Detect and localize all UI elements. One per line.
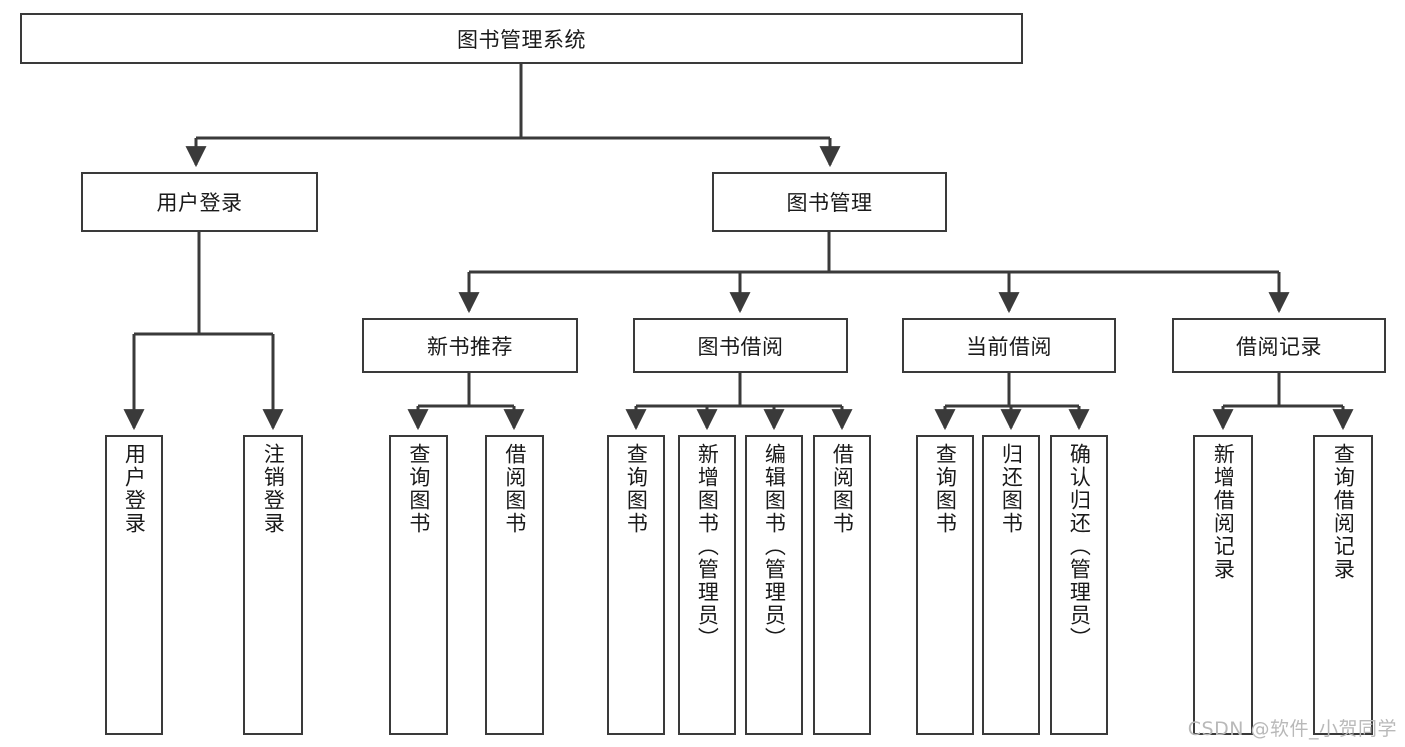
node-leaf-query-book-1[interactable]: 查询图书 bbox=[389, 435, 448, 735]
node-label: 查询图书 bbox=[624, 443, 649, 535]
node-label: 用户登录 bbox=[122, 443, 147, 535]
node-label: 借阅图书 bbox=[830, 443, 855, 535]
node-label: 查询借阅记录 bbox=[1331, 443, 1356, 581]
node-label: 归还图书 bbox=[999, 443, 1024, 535]
node-label: 借阅图书 bbox=[502, 443, 527, 535]
node-label: 查询图书 bbox=[406, 443, 431, 535]
node-leaf-borrow-book-1[interactable]: 借阅图书 bbox=[485, 435, 544, 735]
node-leaf-confirm-return[interactable]: 确认归还（管理员） bbox=[1050, 435, 1108, 735]
node-book-borrow[interactable]: 图书借阅 bbox=[633, 318, 848, 373]
node-leaf-query-book-3[interactable]: 查询图书 bbox=[916, 435, 974, 735]
node-book-manage[interactable]: 图书管理 bbox=[712, 172, 947, 232]
node-new-book-recommend[interactable]: 新书推荐 bbox=[362, 318, 578, 373]
node-leaf-add-book[interactable]: 新增图书（管理员） bbox=[678, 435, 736, 735]
node-label: 注销登录 bbox=[261, 443, 286, 535]
node-leaf-return-book[interactable]: 归还图书 bbox=[982, 435, 1040, 735]
node-leaf-edit-book[interactable]: 编辑图书（管理员） bbox=[745, 435, 803, 735]
node-leaf-query-book-2[interactable]: 查询图书 bbox=[607, 435, 665, 735]
node-current-borrow[interactable]: 当前借阅 bbox=[902, 318, 1116, 373]
node-label: 查询图书 bbox=[933, 443, 958, 535]
node-label: 编辑图书（管理员） bbox=[762, 443, 787, 650]
node-borrow-record[interactable]: 借阅记录 bbox=[1172, 318, 1386, 373]
node-label: 确认归还（管理员） bbox=[1067, 443, 1092, 650]
node-leaf-query-record[interactable]: 查询借阅记录 bbox=[1313, 435, 1373, 735]
node-leaf-user-logout[interactable]: 注销登录 bbox=[243, 435, 303, 735]
node-label: 新增图书（管理员） bbox=[695, 443, 720, 650]
node-root[interactable]: 图书管理系统 bbox=[20, 13, 1023, 64]
node-user-login[interactable]: 用户登录 bbox=[81, 172, 318, 232]
csdn-watermark: CSDN @软件_小贺同学 bbox=[1187, 718, 1397, 740]
node-leaf-add-record[interactable]: 新增借阅记录 bbox=[1193, 435, 1253, 735]
node-leaf-user-login[interactable]: 用户登录 bbox=[105, 435, 163, 735]
node-leaf-borrow-book-2[interactable]: 借阅图书 bbox=[813, 435, 871, 735]
node-label: 新增借阅记录 bbox=[1211, 443, 1236, 581]
